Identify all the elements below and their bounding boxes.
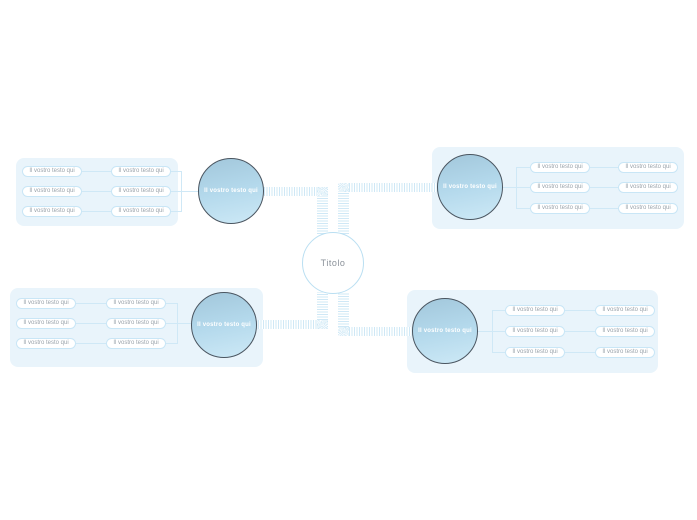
connector-line xyxy=(166,323,177,324)
leaf-node[interactable]: Il vostro testo qui xyxy=(16,298,76,309)
trunk-band-bottom-left-vertical xyxy=(317,292,328,320)
branch-circle-top-left[interactable]: Il vostro testo qui xyxy=(198,158,264,224)
connector-line xyxy=(503,187,516,188)
leaf-node[interactable]: Il vostro testo qui xyxy=(106,338,166,349)
trunk-band-top-right-horizontal xyxy=(349,183,438,192)
connector-line xyxy=(492,331,505,332)
central-topic-label: Titolo xyxy=(320,258,346,268)
trunk-band-bottom-right-horizontal xyxy=(349,327,413,336)
connector-bracket xyxy=(516,167,517,209)
leaf-node[interactable]: Il vostro testo qui xyxy=(106,298,166,309)
connector-line xyxy=(565,352,595,353)
leaf-node[interactable]: Il vostro testo qui xyxy=(618,182,678,193)
connector-line xyxy=(76,303,106,304)
connector-line xyxy=(590,208,618,209)
leaf-node[interactable]: Il vostro testo qui xyxy=(530,162,590,173)
leaf-node[interactable]: Il vostro testo qui xyxy=(595,326,655,337)
connector-line xyxy=(516,208,530,209)
branch-circle-label: Il vostro testo qui xyxy=(204,188,258,194)
leaf-node[interactable]: Il vostro testo qui xyxy=(530,182,590,193)
leaf-node[interactable]: Il vostro testo qui xyxy=(16,318,76,329)
leaf-node[interactable]: Il vostro testo qui xyxy=(595,347,655,358)
connector-line xyxy=(181,191,198,192)
trunk-band-bottom-right-vertical xyxy=(338,292,349,327)
connector-line xyxy=(177,323,191,324)
connector-line xyxy=(82,211,111,212)
connector-line xyxy=(171,171,181,172)
leaf-node[interactable]: Il vostro testo qui xyxy=(22,166,82,177)
trunk-band-top-right-vertical xyxy=(338,192,349,234)
branch-circle-label: Il vostro testo qui xyxy=(443,184,497,190)
connector-line xyxy=(478,331,492,332)
leaf-node[interactable]: Il vostro testo qui xyxy=(530,203,590,214)
leaf-node[interactable]: Il vostro testo qui xyxy=(111,166,171,177)
leaf-node[interactable]: Il vostro testo qui xyxy=(22,186,82,197)
branch-circle-label: Il vostro testo qui xyxy=(197,322,251,328)
connector-line xyxy=(516,187,530,188)
branch-circle-top-right[interactable]: Il vostro testo qui xyxy=(437,154,503,220)
connector-line xyxy=(565,331,595,332)
leaf-node[interactable]: Il vostro testo qui xyxy=(16,338,76,349)
branch-circle-label: Il vostro testo qui xyxy=(418,328,472,334)
connector-line xyxy=(492,310,505,311)
trunk-band-bottom-left-horizontal xyxy=(258,320,317,329)
leaf-node[interactable]: Il vostro testo qui xyxy=(618,203,678,214)
leaf-node[interactable]: Il vostro testo qui xyxy=(111,206,171,217)
central-topic-node[interactable]: Titolo xyxy=(302,232,364,294)
connector-line xyxy=(171,211,181,212)
trunk-band-bottom-left-corner xyxy=(317,320,328,329)
connector-line xyxy=(171,191,181,192)
branch-circle-bottom-right[interactable]: Il vostro testo qui xyxy=(412,298,478,364)
leaf-node[interactable]: Il vostro testo qui xyxy=(22,206,82,217)
connector-line xyxy=(590,167,618,168)
connector-line xyxy=(76,343,106,344)
connector-line xyxy=(82,191,111,192)
connector-line xyxy=(166,303,177,304)
leaf-node[interactable]: Il vostro testo qui xyxy=(111,186,171,197)
leaf-node[interactable]: Il vostro testo qui xyxy=(505,347,565,358)
leaf-node[interactable]: Il vostro testo qui xyxy=(505,326,565,337)
connector-line xyxy=(590,187,618,188)
leaf-node[interactable]: Il vostro testo qui xyxy=(106,318,166,329)
connector-line xyxy=(565,310,595,311)
trunk-band-top-left-corner xyxy=(317,187,328,196)
connector-line xyxy=(492,352,505,353)
connector-line xyxy=(76,323,106,324)
leaf-node[interactable]: Il vostro testo qui xyxy=(595,305,655,316)
leaf-node[interactable]: Il vostro testo qui xyxy=(505,305,565,316)
trunk-band-bottom-right-corner xyxy=(338,327,349,336)
connector-line xyxy=(516,167,530,168)
branch-circle-bottom-left[interactable]: Il vostro testo qui xyxy=(191,292,257,358)
connector-line xyxy=(82,171,111,172)
trunk-band-top-left-horizontal xyxy=(264,187,317,196)
trunk-band-top-right-corner xyxy=(338,183,349,192)
trunk-band-top-left-vertical xyxy=(317,196,328,234)
leaf-node[interactable]: Il vostro testo qui xyxy=(618,162,678,173)
connector-line xyxy=(166,343,177,344)
